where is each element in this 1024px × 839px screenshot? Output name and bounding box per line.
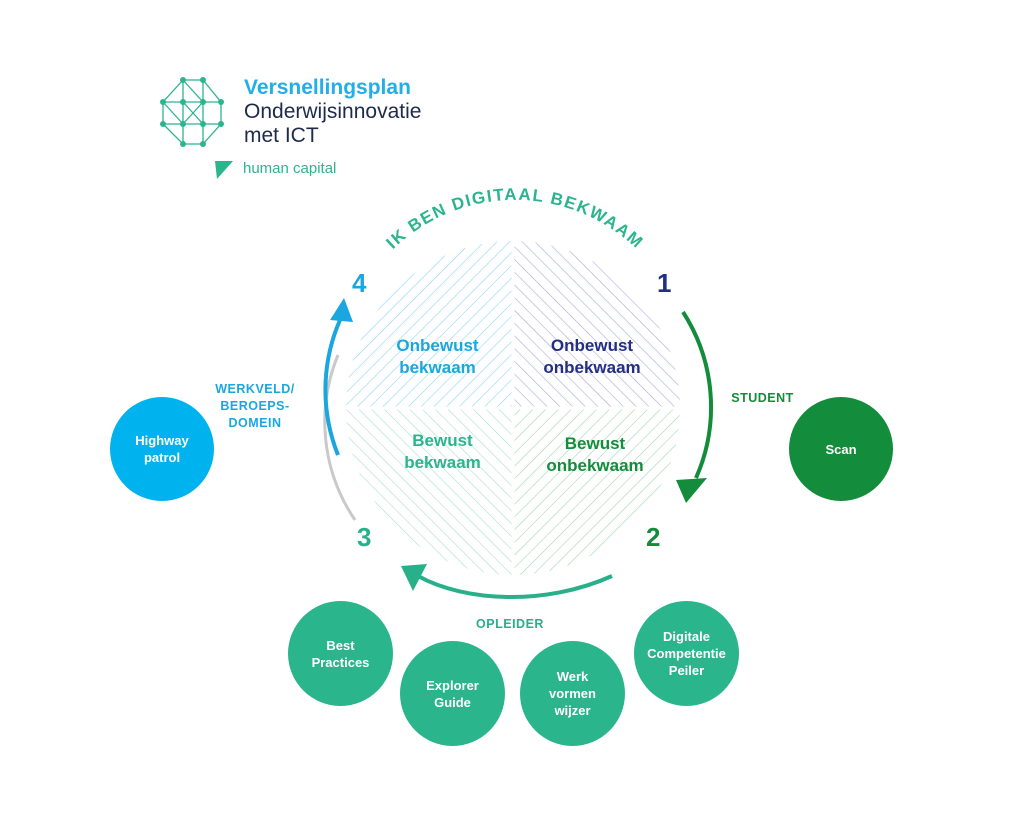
digitale-competentie-peiler-button[interactable]: Digitale Competentie Peiler [634, 601, 739, 706]
grey-arc [323, 354, 357, 521]
number-3: 3 [357, 522, 372, 552]
quadrant-circle [346, 241, 680, 575]
logo-tagline: human capital [243, 160, 337, 177]
number-2: 2 [646, 522, 661, 552]
best-practices-button[interactable]: Best Practices [288, 601, 393, 706]
highway-patrol-label: Highway patrol [135, 433, 189, 465]
label-student: STUDENT [731, 391, 794, 405]
digitale-competentie-peiler-label: Digitale Competentie Peiler [647, 629, 726, 678]
label-werkveld: WERKVELD/ BEROEPS- DOMEIN [215, 382, 295, 430]
logo-line-1: Versnellingsplan [244, 76, 411, 99]
number-4: 4 [352, 268, 367, 298]
explorer-guide-label: Explorer Guide [426, 677, 479, 710]
highway-patrol-button[interactable]: Highway patrol [110, 397, 214, 501]
logo-network-icon [160, 77, 224, 147]
label-opleider: OPLEIDER [476, 617, 544, 631]
quadrant-bottom-right: Bewust onbekwaam [546, 434, 644, 475]
arrow-green-icon [676, 310, 714, 503]
arrow-cyan-icon [323, 298, 353, 456]
werkvormen-wijzer-label: Werk vormen wijzer [549, 669, 596, 718]
flag-icon [215, 161, 233, 179]
werkvormen-wijzer-button[interactable]: Werk vormen wijzer [520, 641, 625, 746]
quadrant-top-right: Onbewust onbekwaam [543, 336, 641, 377]
scan-label: Scan [825, 441, 857, 457]
quadrant-top-left: Onbewust bekwaam [396, 336, 479, 377]
best-practices-label: Best Practices [311, 637, 370, 670]
logo-text: Versnellingsplan Onderwijsinnovatie met … [244, 76, 421, 148]
quadrant-bottom-left: Bewust bekwaam [404, 431, 481, 472]
number-1: 1 [657, 268, 672, 298]
arrow-teal-icon [401, 564, 613, 600]
logo-line-3: met ICT [244, 124, 319, 147]
scan-button[interactable]: Scan [789, 397, 893, 501]
logo-line-2: Onderwijsinnovatie [244, 100, 422, 123]
explorer-guide-button[interactable]: Explorer Guide [400, 641, 505, 746]
